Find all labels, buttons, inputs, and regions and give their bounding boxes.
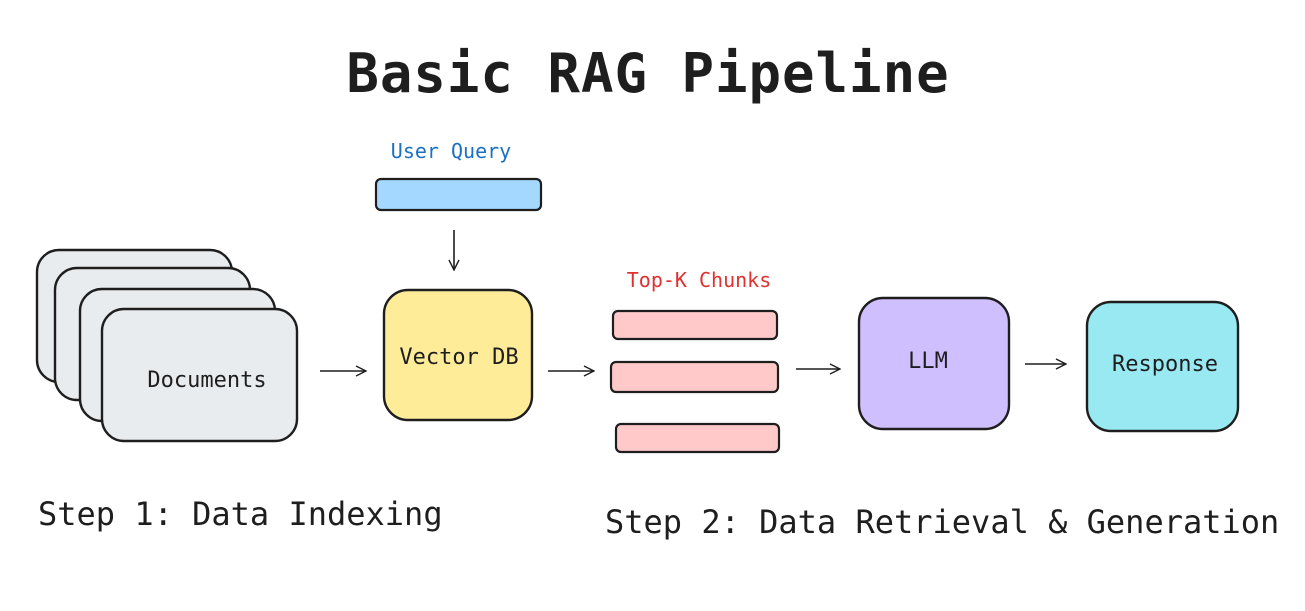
step2-caption: Step 2: Data Retrieval & Generation bbox=[605, 503, 1279, 541]
diagram-title: Basic RAG Pipeline bbox=[346, 42, 949, 105]
response-label: Response bbox=[1112, 352, 1218, 377]
documents-label: Documents bbox=[147, 368, 266, 393]
llm-label: LLM bbox=[908, 349, 948, 374]
chunk-bar-3 bbox=[614, 422, 781, 454]
user-query-bar bbox=[374, 177, 543, 212]
response-box bbox=[1085, 300, 1240, 433]
llm-box bbox=[857, 296, 1011, 431]
user-query-label: User Query bbox=[391, 139, 511, 163]
documents-stack bbox=[35, 248, 299, 443]
topk-chunks-label: Top-K Chunks bbox=[627, 268, 772, 292]
document-card-front bbox=[100, 307, 299, 443]
vector-db-box bbox=[382, 288, 534, 422]
chunk-bar-2 bbox=[609, 360, 780, 394]
chunk-bar-1 bbox=[611, 309, 779, 341]
step1-caption: Step 1: Data Indexing bbox=[38, 495, 443, 533]
vector-db-label: Vector DB bbox=[399, 345, 518, 370]
